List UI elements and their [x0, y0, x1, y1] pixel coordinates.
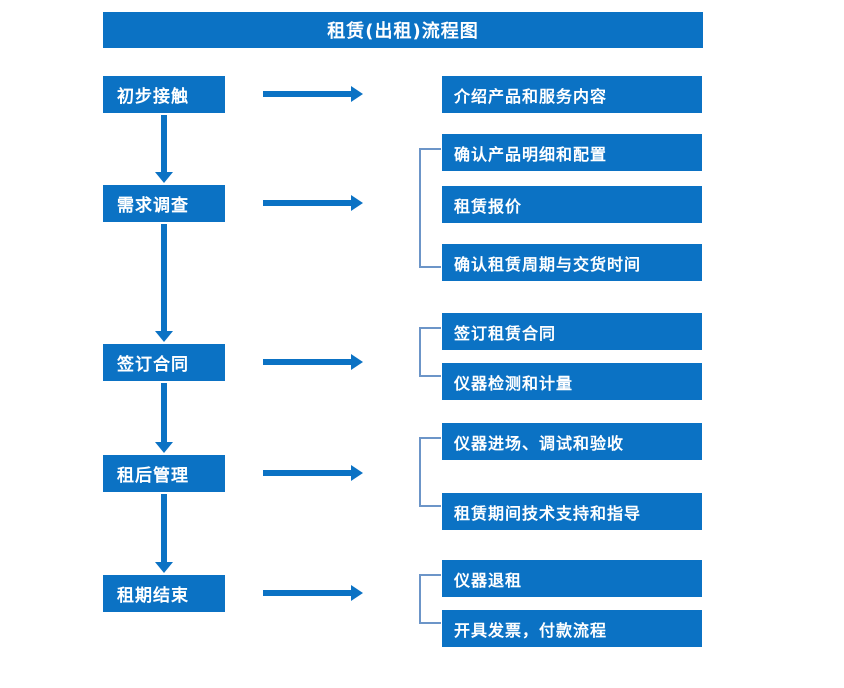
detail-box-sign-rental-contract[interactable]: 签订租赁合同 [442, 313, 702, 350]
right-arrow-needs-survey [263, 195, 363, 211]
down-arrow-contract-to-post-rental [153, 383, 175, 453]
right-arrow-initial-contact [263, 86, 363, 102]
right-arrow-post-rental [263, 465, 363, 481]
down-arrow-post-rental-to-rental-end [153, 494, 175, 573]
bracket-rental-end-group [419, 574, 441, 624]
down-arrow-initial-to-needs [153, 115, 175, 183]
detail-box-instrument-inspection[interactable]: 仪器检测和计量 [442, 363, 702, 400]
stage-box-post-rental-management[interactable]: 租后管理 [103, 455, 225, 492]
down-arrow-needs-to-contract [153, 224, 175, 342]
detail-box-confirm-period-delivery[interactable]: 确认租赁周期与交货时间 [442, 244, 702, 281]
detail-box-technical-support[interactable]: 租赁期间技术支持和指导 [442, 493, 702, 530]
detail-box-confirm-product-spec[interactable]: 确认产品明细和配置 [442, 134, 702, 171]
detail-box-instrument-return[interactable]: 仪器退租 [442, 560, 702, 597]
page-title: 租赁(出租)流程图 [103, 12, 703, 48]
bracket-post-rental-group [419, 437, 441, 507]
detail-box-introduce-products[interactable]: 介绍产品和服务内容 [442, 76, 702, 113]
stage-box-sign-contract[interactable]: 签订合同 [103, 344, 225, 381]
detail-box-instrument-onsite-commission[interactable]: 仪器进场、调试和验收 [442, 423, 702, 460]
stage-box-initial-contact[interactable]: 初步接触 [103, 76, 225, 113]
detail-box-invoice-payment[interactable]: 开具发票，付款流程 [442, 610, 702, 647]
detail-box-rental-quote[interactable]: 租赁报价 [442, 186, 702, 223]
bracket-sign-contract-group [419, 327, 441, 377]
right-arrow-sign-contract [263, 354, 363, 370]
stage-box-rental-end[interactable]: 租期结束 [103, 575, 225, 612]
bracket-needs-survey-group [419, 148, 441, 268]
stage-box-needs-survey[interactable]: 需求调查 [103, 185, 225, 222]
right-arrow-rental-end [263, 585, 363, 601]
